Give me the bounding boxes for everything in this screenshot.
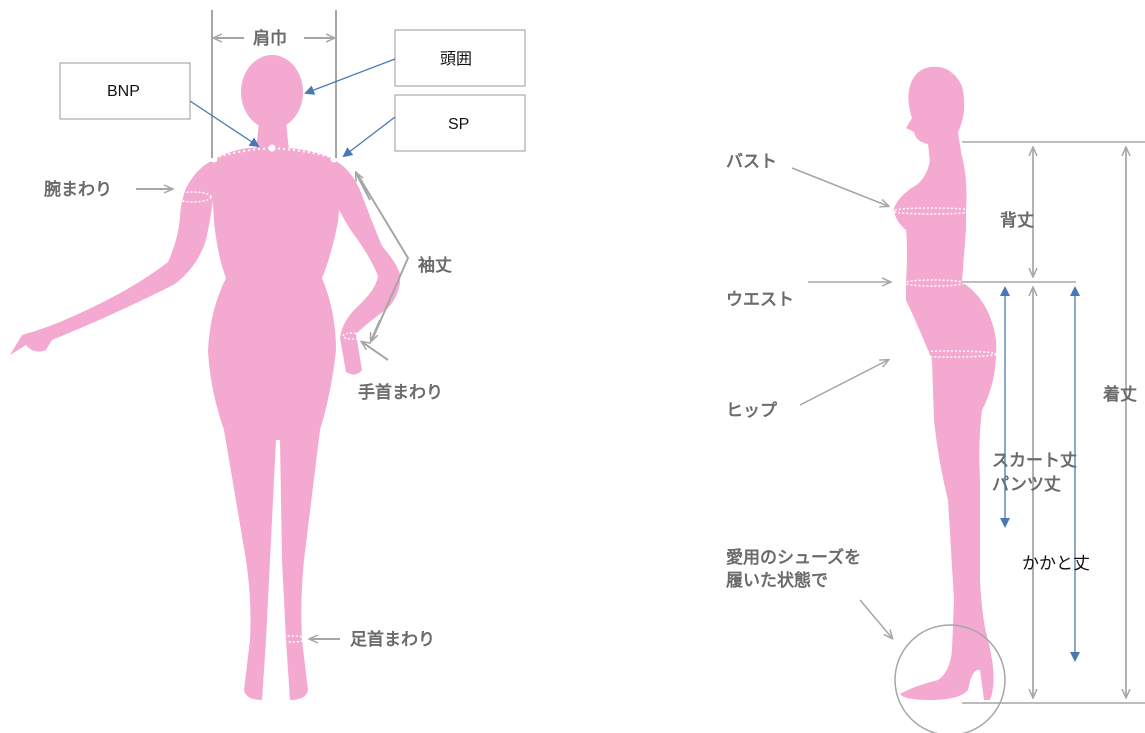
side-figure xyxy=(894,66,997,700)
side-body xyxy=(894,156,997,700)
sleeve-length-bracket xyxy=(356,172,410,341)
wrist-circumference-label: 手首まわり xyxy=(358,382,443,403)
front-figure xyxy=(10,55,401,700)
side-blue-arrows xyxy=(1000,286,1080,662)
shoes-circle xyxy=(894,624,1006,733)
heel-length-label: かかと丈 xyxy=(1022,554,1090,574)
sleeve-length-label: 袖丈 xyxy=(418,255,452,276)
total-length-label: 着丈 xyxy=(1102,384,1137,405)
front-measure-marks xyxy=(174,144,362,643)
side-measure-marks xyxy=(891,207,997,358)
hip-arrow xyxy=(799,360,888,406)
arm-circumference-label: 腕まわり xyxy=(44,179,112,200)
head-circumference-box xyxy=(394,29,526,87)
side-head xyxy=(906,66,965,162)
shoulder-width-label: 肩巾 xyxy=(253,28,287,49)
shoes-note-line2: 履いた状態で xyxy=(726,570,828,591)
bust-arrow xyxy=(791,167,888,206)
bnp-box xyxy=(59,62,191,120)
sp-label: SP xyxy=(448,116,469,133)
shoes-note-line1: 愛用のシューズを xyxy=(726,547,861,568)
pants-length-label: パンツ丈 xyxy=(992,475,1061,495)
head-circumference-label: 頭囲 xyxy=(440,51,472,68)
wrist-circumference-arrow xyxy=(362,342,389,361)
front-head xyxy=(241,55,303,129)
bnp-label: BNP xyxy=(107,83,140,100)
side-guides xyxy=(962,141,1145,704)
hip-label: ヒップ xyxy=(726,400,778,421)
ankle-circumference-label: 足首まわり xyxy=(350,629,435,650)
sp-box xyxy=(394,94,526,152)
front-blue-arrows xyxy=(189,58,396,158)
shoes-note-arrow xyxy=(859,599,892,638)
back-length-label: 背丈 xyxy=(1000,210,1034,231)
front-torso xyxy=(208,147,340,700)
shoulder-width-guides xyxy=(211,10,337,158)
bust-label: バスト xyxy=(726,152,777,172)
waist-label: ウエスト xyxy=(726,290,794,310)
front-neck xyxy=(256,122,289,150)
front-arm-right xyxy=(330,160,401,375)
skirt-length-label: スカート丈 xyxy=(992,451,1077,471)
front-arm-left xyxy=(10,160,214,355)
